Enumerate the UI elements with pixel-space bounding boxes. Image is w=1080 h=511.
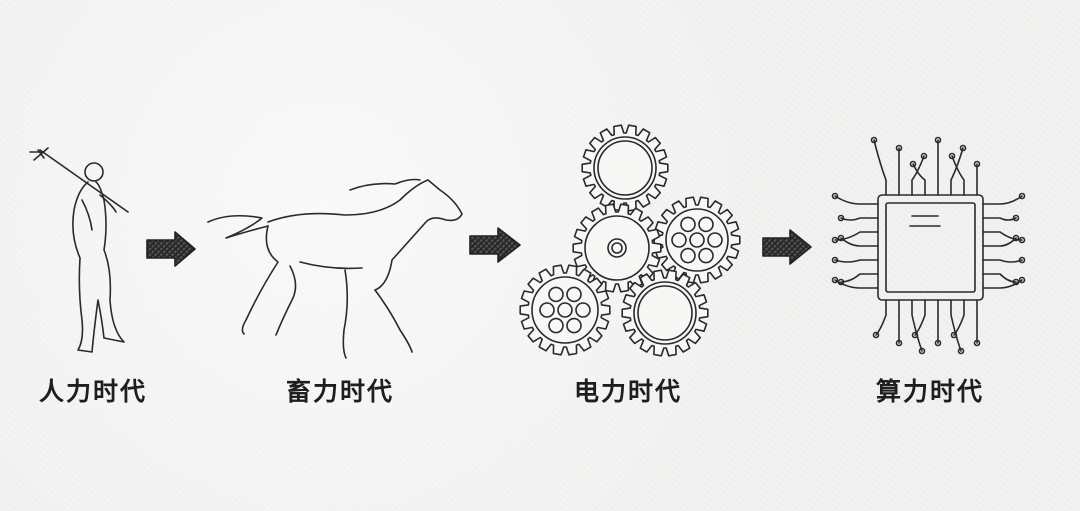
chip-pin-icon (831, 276, 879, 289)
chip-pin-icon (982, 192, 1026, 205)
chip-pin-icon (911, 299, 926, 355)
chip-pin-icon (934, 299, 942, 347)
chip-pin-icon (895, 299, 903, 347)
horse-icon (207, 178, 463, 359)
stage-label-electric-power: 电力时代 (573, 377, 683, 406)
chip-pin-icon (982, 273, 1020, 286)
stage-label-human-power: 人力时代 (38, 377, 148, 406)
chip-pin-icon (950, 299, 965, 355)
chip-pin-icon (870, 136, 887, 196)
chip-pin-icon (973, 160, 981, 196)
chip-pin-icon (837, 214, 879, 222)
human-with-pitchfork-icon (29, 147, 129, 353)
gear-icon (572, 203, 662, 293)
arrow-3-icon (762, 229, 812, 265)
chip-pin-icon (872, 299, 887, 339)
chip-pin-icon (837, 273, 879, 286)
chip-pin-icon (831, 256, 879, 264)
gear-icon (621, 269, 709, 357)
chip-pin-icon (837, 234, 879, 247)
chip-pin-icon (831, 231, 879, 244)
stage-label-compute-power: 算力时代 (875, 377, 985, 406)
chip-pin-icon (950, 299, 965, 339)
chip-pin-icon (982, 256, 1026, 264)
gears-icon (519, 124, 741, 357)
chip-pin-icon (911, 299, 926, 339)
chip-pin-icon (831, 192, 879, 205)
chip-pin-icon (973, 299, 981, 347)
chip-pin-icon (982, 234, 1020, 247)
chip-pin-icon (934, 136, 942, 196)
chip-pin-icon (895, 144, 903, 196)
stage-label-animal-power: 畜力时代 (285, 377, 395, 406)
chip-pin-icon (909, 160, 926, 196)
chip-pin-icon (982, 276, 1026, 289)
chip-pin-icon (948, 152, 965, 196)
arrow-1-icon (146, 231, 196, 267)
chip-pin-icon (982, 231, 1026, 244)
gear-icon (653, 196, 741, 284)
microchip-icon (831, 136, 1026, 355)
gear-icon (519, 264, 611, 356)
gear-icon (581, 124, 669, 212)
arrow-2-icon (469, 227, 521, 263)
chip-pin-icon (982, 214, 1020, 222)
